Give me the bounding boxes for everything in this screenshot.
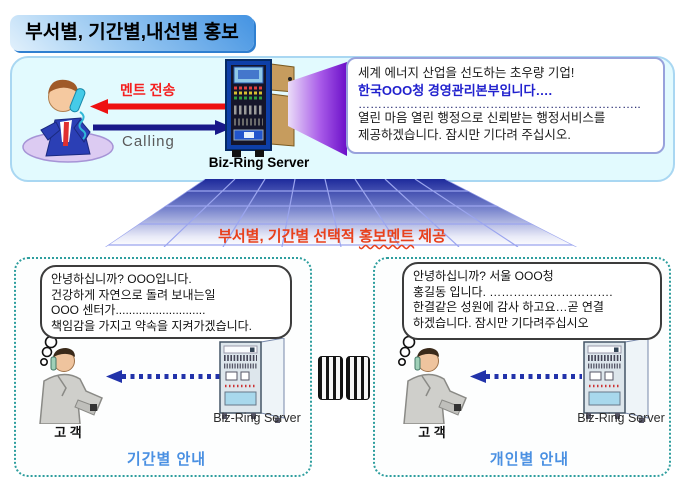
calling-arrow-right-icon xyxy=(93,120,233,135)
grid-caption-post: 제공 xyxy=(414,228,446,245)
panel-caption-right: 개인별 안내 xyxy=(489,451,570,468)
announcement-box: 세계 에너지 산업을 선도하는 초우량 기업! 한국OOO청 경영관리본부입니다… xyxy=(346,57,665,154)
server-label-right: Biz-Ring Server xyxy=(577,411,665,425)
perspective-grid-icon xyxy=(105,179,577,247)
server-label-top: Biz-Ring Server xyxy=(208,155,310,170)
panel-caption-left: 기간별 안내 xyxy=(126,451,207,468)
biz-ring-server-top-icon xyxy=(225,59,295,157)
bubble-left-line3: OOO 센터가........................... xyxy=(51,303,206,317)
grid-caption: 부서별, 기간별 선택적 홍보멘트 제공 xyxy=(167,225,497,246)
ment-send-label: 멘트 전송 xyxy=(120,82,176,98)
bubble-right-line3: 한결같은 성원에 감사 하고요…곧 연결 xyxy=(413,300,604,314)
calling-label: Calling xyxy=(122,133,175,150)
grid-caption-wavy: 홍보멘트 xyxy=(358,228,415,245)
thought-dots-right-icon xyxy=(397,336,416,366)
speech-bubble-left: 안녕하십니까? OOO입니다. 건강하게 자연으로 돌려 보내는일 OOO 센터… xyxy=(40,265,292,339)
customer-left-icon xyxy=(39,348,103,424)
customer-label-right: 고 객 xyxy=(418,425,446,440)
biz-ring-server-left-icon xyxy=(219,338,285,423)
announcement-line3: 열린 마음 열린 행정으로 신뢰받는 행정서비스를 xyxy=(358,111,606,125)
announcement-line1: 세계 에너지 산업을 선도하는 초우량 기업! xyxy=(358,66,575,80)
bubble-left-line2: 건강하게 자연으로 돌려 보내는일 xyxy=(51,287,216,302)
announcement-dotted-line: …………………………………………………………….. xyxy=(358,99,641,110)
bubble-left-line4: 책임감을 가지고 약속을 지켜가겠습니다. xyxy=(51,318,253,333)
bubble-right-line1: 안녕하십니까? 서울 OOO청 xyxy=(413,269,554,283)
broadcast-beam-icon xyxy=(288,62,347,156)
customer-label-left: 고 객 xyxy=(54,425,82,440)
speech-bubble-right: 안녕하십니까? 서울 OOO청 홍길동 입니다. …………………………. 한결같… xyxy=(402,262,662,340)
dotted-arrow-left-icon xyxy=(106,370,220,383)
ment-arrow-left-icon xyxy=(90,99,230,114)
server-label-left: Biz-Ring Server xyxy=(213,411,301,425)
customer-right-icon xyxy=(403,348,467,424)
bubble-right-line4: 하겠습니다. 잠시만 기다려주십시오 xyxy=(413,315,589,330)
bubble-left-line1: 안녕하십니까? OOO입니다. xyxy=(51,272,192,286)
bubble-right-line2: 홍길동 입니다. …………………………. xyxy=(413,284,613,299)
cable-connector-icon xyxy=(318,356,370,400)
announcement-line2: 한국OOO청 경영관리본부입니다…. xyxy=(358,83,553,98)
caller-icon xyxy=(22,79,114,163)
biz-ring-server-right-icon xyxy=(583,338,649,423)
dotted-arrow-right-icon xyxy=(470,370,582,383)
announcement-line4: 제공하겠습니다. 잠시만 기다려 주십시오. xyxy=(358,128,571,142)
page-title: 부서별, 기간별,내선별 홍보 xyxy=(10,15,254,51)
grid-caption-pre: 부서별, 기간별 선택적 xyxy=(218,228,359,245)
